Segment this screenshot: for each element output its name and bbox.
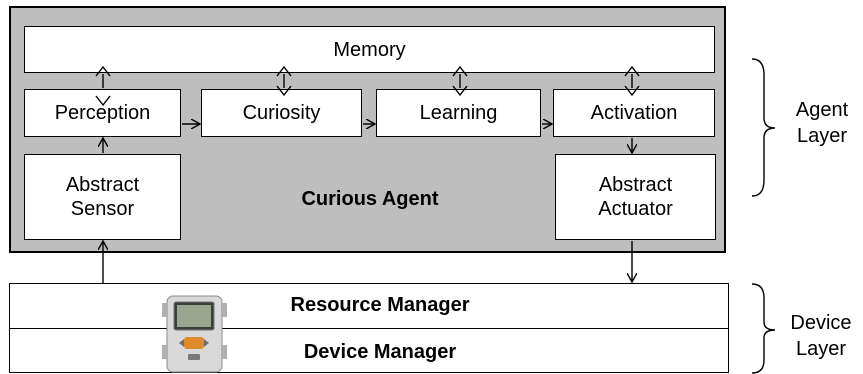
memory-perception-arrow (95, 65, 111, 107)
robot-brick-icon (162, 295, 227, 373)
resource-manager-label: Resource Manager (290, 294, 470, 316)
learning-box: Learning (376, 89, 541, 137)
abstract-sensor-box: Abstract Sensor (24, 154, 181, 240)
abstract-sensor-label: Abstract Sensor (65, 174, 140, 220)
memory-activation-arrow (624, 65, 640, 97)
device-layer-label: Device Layer (790, 312, 852, 360)
curious-agent-label: Curious Agent (301, 188, 439, 210)
activation-label: Activation (590, 102, 678, 124)
device-layer-divider (9, 328, 729, 329)
perception-box: Perception (24, 89, 181, 137)
memory-box: Memory (24, 26, 715, 73)
learning-label: Learning (419, 102, 498, 124)
activation-box: Activation (553, 89, 715, 137)
device-layer-brace (751, 283, 776, 374)
perception-label: Perception (54, 102, 151, 124)
curiosity-label: Curiosity (242, 102, 321, 124)
agent-layer-label: Agent Layer (795, 99, 849, 147)
abstract-actuator-box: Abstract Actuator (555, 154, 716, 240)
device-manager-label: Device Manager (303, 341, 457, 363)
agent-layer-brace (751, 58, 776, 197)
memory-learning-arrow (452, 65, 468, 97)
curiosity-box: Curiosity (201, 89, 362, 137)
abstract-actuator-label: Abstract Actuator (598, 174, 673, 220)
memory-curiosity-arrow (276, 65, 292, 97)
memory-label: Memory (333, 38, 406, 61)
